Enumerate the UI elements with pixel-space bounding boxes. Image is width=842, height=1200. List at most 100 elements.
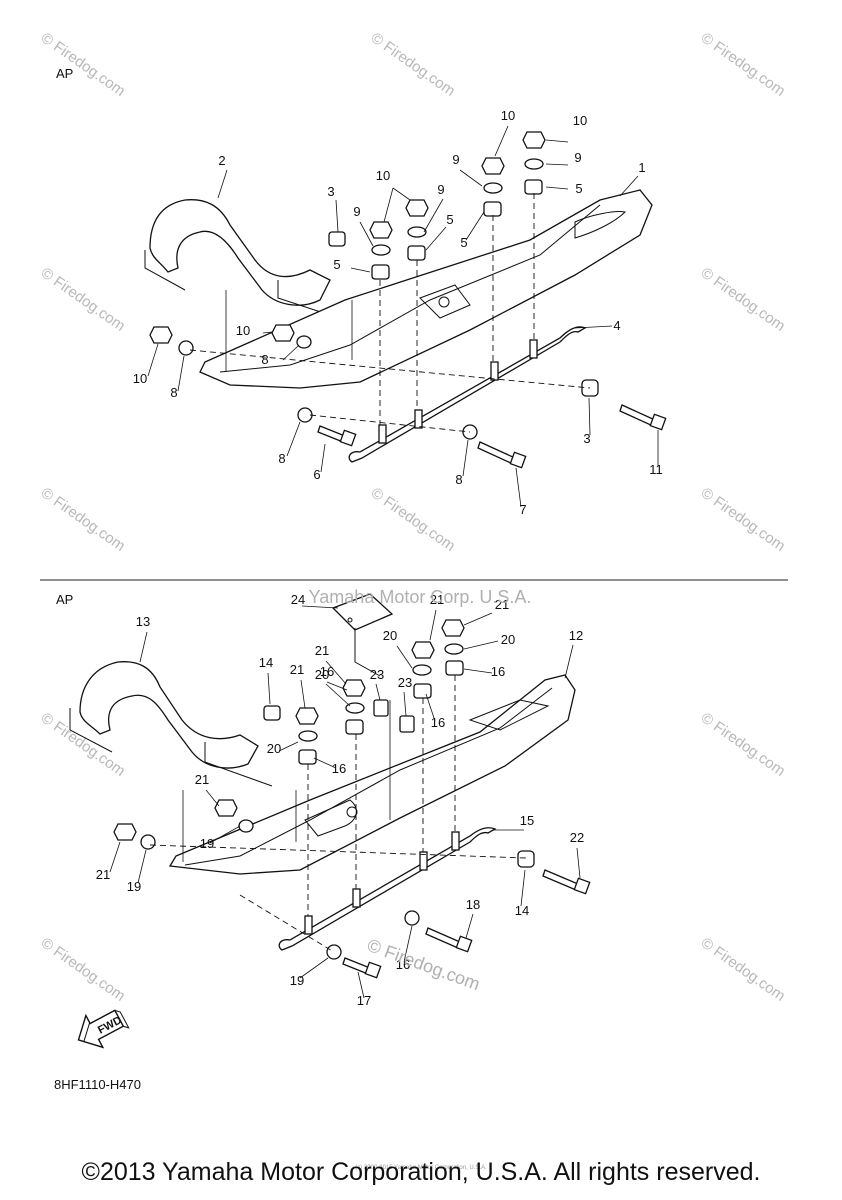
- callout-22: 22: [570, 830, 584, 845]
- callout-5: 5: [460, 235, 467, 250]
- callout-19: 19: [290, 973, 304, 988]
- callout-4: 4: [613, 318, 620, 333]
- callout-20: 20: [383, 628, 397, 643]
- ski-mount-block: [419, 284, 471, 319]
- firedog-watermark: © Firedog.com: [368, 29, 459, 99]
- callout-16: 16: [491, 664, 505, 679]
- firedog-watermark: © Firedog.com: [698, 29, 789, 99]
- ski-assembly-lower: AP: [54, 592, 591, 1092]
- ski-assembly-upper: AP: [56, 66, 667, 517]
- firedog-watermark: © Firedog.com: [698, 484, 789, 554]
- assembly-lines-lower: [149, 675, 527, 953]
- firedog-watermark: © Firedog.com: [38, 934, 129, 1004]
- section-label-lower: AP: [56, 592, 73, 607]
- firedog-watermark: © Firedog.com: [698, 934, 789, 1004]
- callout-23: 23: [370, 667, 384, 682]
- firedog-watermark: © Firedog.com: [38, 484, 129, 554]
- fine-print: (c) 2000-2015 Yamaha Motor Corporation, …: [355, 1165, 487, 1171]
- plate-hole: [347, 617, 353, 623]
- callout-9: 9: [574, 150, 581, 165]
- callout-3: 3: [327, 184, 334, 199]
- ski-handle-lower: [79, 661, 259, 769]
- callout-21: 21: [315, 643, 329, 658]
- callout-14: 14: [515, 903, 529, 918]
- part-code: 8HF1110-H470: [54, 1077, 141, 1092]
- watermark-layer: © Firedog.com © Firedog.com © Firedog.com ©…: [38, 29, 789, 1004]
- callout-21: 21: [96, 867, 110, 882]
- handle-bracket-line: [144, 250, 186, 291]
- firedog-watermark: © Firedog.com: [368, 484, 459, 554]
- callout-13: 13: [136, 614, 150, 629]
- callout-16: 16: [320, 664, 334, 679]
- callout-16: 16: [332, 761, 346, 776]
- callout-10: 10: [133, 371, 147, 386]
- callout-19: 19: [127, 879, 141, 894]
- callout-23: 23: [398, 675, 412, 690]
- callout-20: 20: [267, 741, 281, 756]
- callout-10: 10: [376, 168, 390, 183]
- fasteners-lower: [113, 619, 535, 960]
- ski-inner-edge: [219, 204, 601, 373]
- handle-bracket-line: [69, 708, 113, 753]
- callout-5: 5: [446, 212, 453, 227]
- ski-handle-upper: [149, 199, 331, 306]
- bolts-upper: [317, 404, 667, 469]
- callout-9: 9: [452, 152, 459, 167]
- leader-lines-upper: [147, 125, 659, 508]
- callout-21: 21: [290, 662, 304, 677]
- copyright-footer: ©2013 Yamaha Motor Corporation, U.S.A. A…: [81, 1158, 761, 1186]
- callout-6: 6: [313, 467, 320, 482]
- handle-bracket-line: [204, 742, 273, 787]
- callout-3: 3: [583, 431, 590, 446]
- fasteners-upper: [149, 131, 599, 440]
- callout-17: 17: [357, 993, 371, 1008]
- ski-runner-lower: [278, 827, 497, 951]
- ski-runner-upper: [348, 326, 587, 463]
- ski-body-upper: [199, 189, 653, 389]
- callout-21: 21: [195, 772, 209, 787]
- firedog-watermark: © Firedog.com: [38, 29, 129, 99]
- fwd-arrow-icon: FWD: [77, 1009, 130, 1049]
- callout-20: 20: [501, 632, 515, 647]
- callout-9: 9: [353, 204, 360, 219]
- center-watermark: Yamaha Motor Corp. U.S.A.: [309, 587, 532, 607]
- callout-10: 10: [236, 323, 250, 338]
- callout-2: 2: [218, 153, 225, 168]
- callout-15: 15: [520, 813, 534, 828]
- callout-16: 16: [431, 715, 445, 730]
- callout-8: 8: [455, 472, 462, 487]
- callout-19: 19: [200, 836, 214, 851]
- callout-8: 8: [170, 385, 177, 400]
- ski-tip-slot: [468, 699, 550, 731]
- callout-10: 10: [501, 108, 515, 123]
- runner-studs-lower: [304, 831, 460, 935]
- callout-7: 7: [519, 502, 526, 517]
- callout-8: 8: [278, 451, 285, 466]
- callout-8: 8: [261, 352, 268, 367]
- ski-mount-hole: [346, 806, 358, 818]
- callout-16: 16: [396, 957, 410, 972]
- firedog-watermark: © Firedog.com: [698, 264, 789, 334]
- callout-14: 14: [259, 655, 273, 670]
- callout-18: 18: [466, 897, 480, 912]
- callout-10: 10: [573, 113, 587, 128]
- ski-body-lower: [168, 674, 576, 875]
- section-label-upper: AP: [56, 66, 73, 81]
- ski-mount-hole: [438, 296, 450, 308]
- callout-9: 9: [437, 182, 444, 197]
- bolts-lower: [342, 869, 591, 979]
- callout-20: 20: [315, 667, 329, 682]
- firedog-watermark: © Firedog.com: [38, 709, 129, 779]
- assembly-lines-upper: [189, 193, 591, 433]
- ski-tip-slot: [574, 211, 627, 239]
- firedog-watermark: © Firedog.com: [698, 709, 789, 779]
- callout-21: 21: [430, 592, 444, 607]
- callout-5: 5: [333, 257, 340, 272]
- runner-studs-upper: [378, 339, 538, 444]
- plate-leader: [354, 628, 381, 677]
- ski-inner-edge: [184, 687, 553, 866]
- callout-21: 21: [495, 597, 509, 612]
